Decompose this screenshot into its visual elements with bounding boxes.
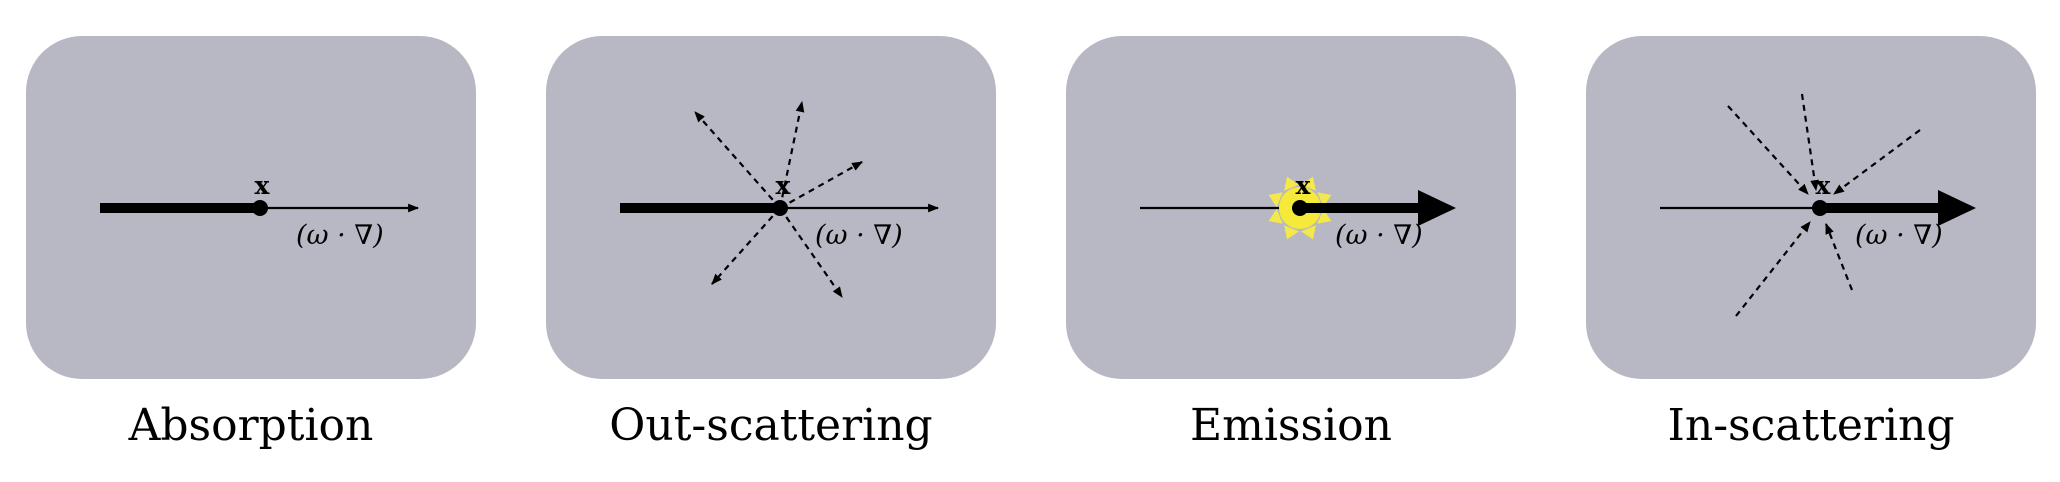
sun-ray	[1284, 176, 1299, 191]
point-x-dot	[772, 200, 788, 216]
sun-ray	[1317, 209, 1332, 224]
sun-ray	[1268, 192, 1283, 207]
scattered-arrow-up	[778, 100, 805, 209]
scattered-arrow-down-right	[779, 207, 843, 298]
incoming-arrow-from-bottom	[1824, 222, 1854, 291]
point-x-dot	[1292, 200, 1308, 216]
scattered-arrow-up-right	[779, 161, 863, 209]
point-x-dot	[1812, 200, 1828, 216]
sun-ray	[1317, 192, 1332, 207]
operator-label: (ω · ∇)	[1335, 220, 1423, 251]
incoming-scattered-arrows	[1727, 93, 1921, 317]
panel-caption: In-scattering	[1667, 400, 1954, 451]
panel-out-scattering: x (ω · ∇) Out-scattering	[546, 36, 996, 451]
point-x-label: x	[776, 171, 792, 200]
point-x-label: x	[1296, 171, 1312, 200]
panel-caption: Out-scattering	[609, 400, 932, 451]
sun-ray	[1301, 225, 1316, 240]
panel-caption: Emission	[1190, 400, 1392, 451]
sun-ray	[1301, 176, 1316, 191]
incoming-arrow-from-upper-right	[1833, 129, 1921, 195]
operator-label: (ω · ∇)	[815, 220, 903, 251]
arrowhead-large	[1938, 190, 1976, 226]
panel-emission: x (ω · ∇) Emission	[1066, 36, 1516, 451]
incoming-arrow-from-top	[1800, 93, 1819, 192]
panel-absorption: x (ω · ∇) Absorption	[26, 36, 476, 451]
scattered-arrows	[694, 100, 863, 298]
panel-in-scattering: x (ω · ∇) In-scattering	[1586, 36, 2036, 451]
sun-ray	[1284, 225, 1299, 240]
operator-label: (ω · ∇)	[1855, 220, 1943, 251]
point-x-label: x	[1816, 171, 1832, 200]
incoming-arrow-from-lower-left	[1735, 221, 1811, 317]
scattered-arrow-down-left	[711, 207, 781, 285]
point-x-dot	[252, 200, 268, 216]
sun-ray	[1268, 209, 1283, 224]
incoming-arrow-from-upper-left	[1727, 105, 1809, 195]
point-x-label: x	[255, 171, 271, 200]
operator-label: (ω · ∇)	[296, 220, 384, 251]
panel-caption: Absorption	[128, 400, 374, 451]
sun-rays	[1268, 176, 1332, 240]
arrowhead-large	[1418, 190, 1456, 226]
